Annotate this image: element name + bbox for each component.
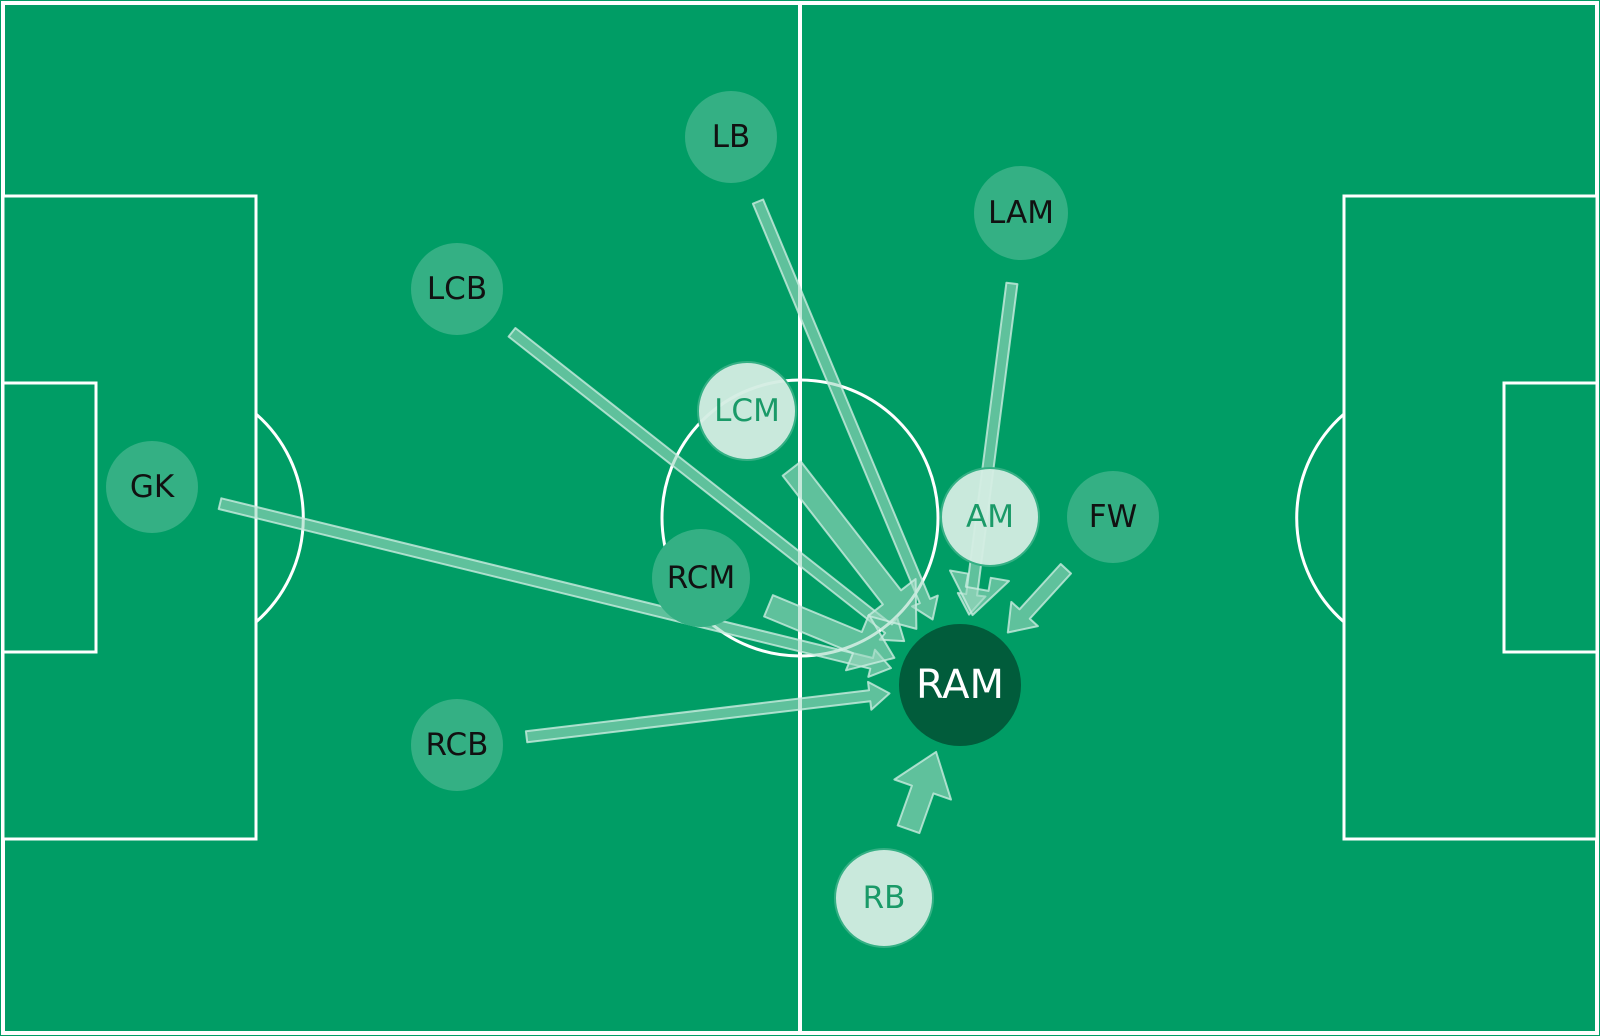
player-circle bbox=[974, 166, 1068, 260]
player-nodes: LB LAM LCB LCM GK AM FW RCM RAM RCB RB bbox=[106, 91, 1159, 948]
player-label: LCM bbox=[714, 393, 780, 429]
player-node-rb[interactable]: RB bbox=[834, 848, 934, 948]
player-label: FW bbox=[1089, 499, 1137, 535]
player-circle bbox=[106, 441, 198, 533]
player-node-gk[interactable]: GK bbox=[106, 441, 198, 533]
player-label: RB bbox=[863, 880, 906, 916]
player-label: RAM bbox=[916, 662, 1004, 708]
left-goal-box bbox=[1, 381, 98, 654]
player-node-lam[interactable]: LAM bbox=[974, 166, 1068, 260]
pass-arrow-rcm-to-ram bbox=[763, 594, 896, 672]
player-circle bbox=[411, 243, 503, 335]
player-node-lb[interactable]: LB bbox=[685, 91, 777, 183]
player-label: LCB bbox=[427, 271, 487, 307]
pass-arrow-rb-to-ram bbox=[893, 750, 952, 835]
player-circle bbox=[940, 467, 1040, 567]
player-circle bbox=[652, 529, 750, 627]
player-node-am[interactable]: AM bbox=[940, 467, 1040, 567]
right-penalty-arc bbox=[1295, 412, 1345, 624]
player-circle bbox=[697, 361, 797, 461]
pass-arrow-rcb-to-ram bbox=[524, 680, 891, 744]
player-circle bbox=[1067, 471, 1159, 563]
pass-arrow-am-to-ram bbox=[949, 569, 1010, 617]
player-node-fw[interactable]: FW bbox=[1067, 471, 1159, 563]
right-goal-box bbox=[1502, 381, 1599, 654]
pass-arrow-lcm-to-ram bbox=[781, 460, 918, 630]
player-label: RCB bbox=[426, 727, 489, 763]
player-node-lcb[interactable]: LCB bbox=[411, 243, 503, 335]
center-circle bbox=[660, 378, 940, 658]
right-penalty-box bbox=[1342, 194, 1599, 841]
player-label: GK bbox=[130, 469, 175, 505]
player-label: LAM bbox=[988, 195, 1054, 231]
player-circle bbox=[834, 848, 934, 948]
pass-arrows bbox=[217, 198, 1072, 835]
pass-arrow-fw-to-ram bbox=[1006, 563, 1072, 634]
player-label: LB bbox=[712, 119, 751, 155]
player-label: AM bbox=[966, 499, 1014, 535]
player-circle bbox=[411, 699, 503, 791]
player-node-rcm[interactable]: RCM bbox=[652, 529, 750, 627]
player-circle bbox=[685, 91, 777, 183]
player-circle bbox=[899, 624, 1021, 746]
pass-arrow-lcb-to-ram bbox=[507, 327, 906, 643]
player-node-ram[interactable]: RAM bbox=[899, 624, 1021, 746]
pass-arrow-lb-to-ram bbox=[751, 198, 939, 621]
player-label: RCM bbox=[667, 560, 735, 596]
player-node-rcb[interactable]: RCB bbox=[411, 699, 503, 791]
player-node-lcm[interactable]: LCM bbox=[697, 361, 797, 461]
